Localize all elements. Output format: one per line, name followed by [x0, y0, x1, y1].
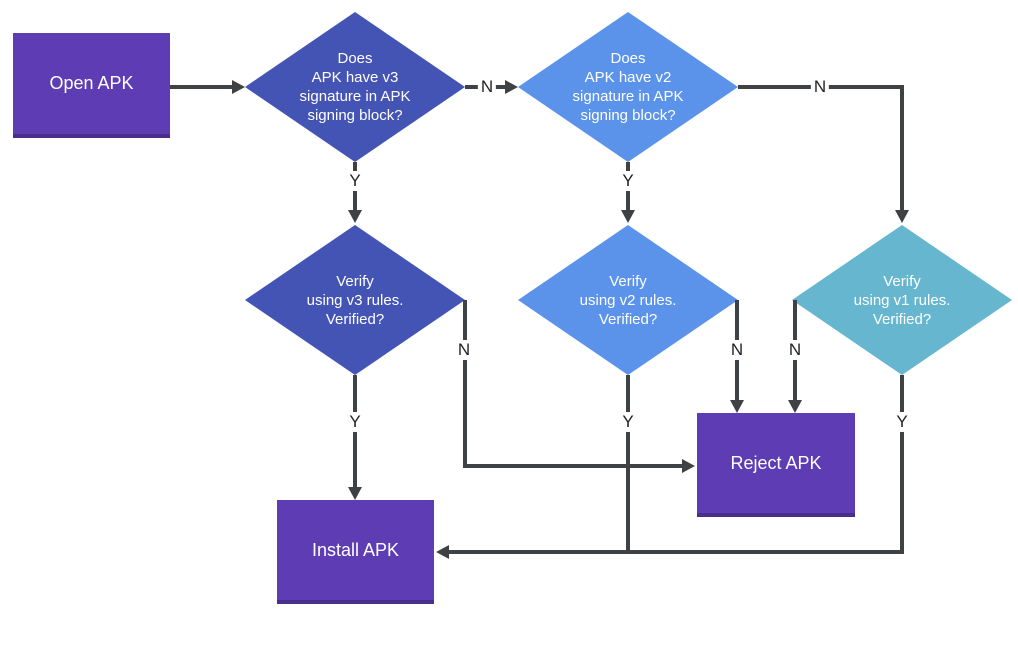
edge-v2check-yes-label: Y	[619, 171, 637, 191]
edge-v2check-yes-arrowhead-icon	[621, 210, 635, 223]
edge-v3check-yes-arrowhead-icon	[348, 210, 362, 223]
node-v2-verify: Verify using v2 rules. Verified?	[518, 225, 738, 375]
edge-v2verify-yes-line	[626, 375, 630, 554]
edge-open-to-v3check-line	[170, 85, 232, 89]
edge-v3verify-yes-label: Y	[346, 412, 364, 432]
edge-v3verify-no-arrowhead-icon	[682, 459, 695, 473]
edge-v3verify-no-line-horizontal	[463, 464, 682, 468]
node-v2-signature-check: Does APK have v2 signature in APK signin…	[518, 12, 738, 162]
edge-v3check-no-label: N	[477, 77, 497, 97]
node-v3-signature-check-label: Does APK have v3 signature in APK signin…	[299, 50, 411, 124]
edge-bottom-rail-arrowhead-icon	[436, 545, 449, 559]
edge-v2verify-yes-label: Y	[619, 412, 637, 432]
edge-v2check-no-label: N	[810, 77, 830, 97]
edge-v3verify-no-label: N	[454, 340, 474, 360]
node-open-apk: Open APK	[13, 33, 170, 138]
node-v1-verify: Verify using v1 rules. Verified?	[792, 225, 1012, 375]
edge-v1verify-no-arrowhead-icon	[788, 400, 802, 413]
edge-v2verify-no-label: N	[727, 340, 747, 360]
edge-v1verify-yes-label: Y	[893, 412, 911, 432]
node-reject-apk-label: Reject APK	[730, 452, 822, 473]
edge-v1verify-no-label: N	[785, 340, 805, 360]
node-v3-verify: Verify using v3 rules. Verified?	[245, 225, 465, 375]
node-v2-verify-label: Verify using v2 rules. Verified?	[579, 272, 677, 328]
edge-v2check-no-line-vertical	[900, 85, 904, 210]
node-open-apk-label: Open APK	[49, 73, 134, 93]
node-v2-signature-check-label: Does APK have v2 signature in APK signin…	[572, 50, 684, 124]
node-v3-verify-label: Verify using v3 rules. Verified?	[306, 272, 404, 328]
edge-v1verify-yes-line	[900, 375, 904, 554]
node-reject-apk: Reject APK	[697, 413, 855, 517]
edge-v2verify-no-arrowhead-icon	[730, 400, 744, 413]
edge-v3check-no-arrowhead-icon	[505, 80, 518, 94]
edge-bottom-rail-line	[449, 550, 904, 554]
edge-v2check-no-arrowhead-icon	[895, 210, 909, 223]
edge-open-to-v3check-arrowhead-icon	[232, 80, 245, 94]
edge-v3verify-yes-arrowhead-icon	[348, 487, 362, 500]
node-v1-verify-label: Verify using v1 rules. Verified?	[853, 272, 951, 328]
node-install-apk: Install APK	[277, 500, 434, 604]
node-install-apk-label: Install APK	[311, 539, 400, 560]
edge-v3verify-no-line-vertical	[463, 300, 467, 466]
edge-v3check-yes-label: Y	[346, 171, 364, 191]
node-v3-signature-check: Does APK have v3 signature in APK signin…	[245, 12, 465, 162]
